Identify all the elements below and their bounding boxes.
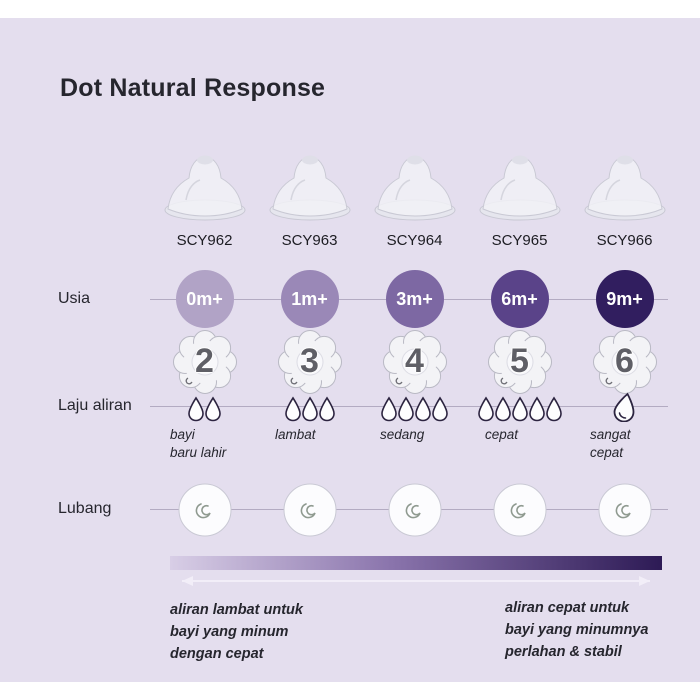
bottle-teat-image [160,148,250,227]
flow-rate-drops [572,392,677,422]
row-label-hole: Lubang [58,500,112,517]
product-column: SCY964 3m+ 4 sedang [362,130,467,560]
droplet-icon [318,396,335,422]
size-number: 6 [615,342,634,380]
teat-top-badge: 3 [277,330,342,394]
size-number: 4 [405,342,424,380]
teat-top-badge: 5 [487,330,552,394]
product-column: SCY962 0m+ 2 bayi baru lahir [152,130,257,560]
droplet-icon [188,396,204,422]
flow-gradient-bar [170,556,662,570]
flow-rate-drops [152,392,257,422]
droplet-icon [511,396,528,422]
product-code: SCY964 [386,232,443,249]
teat-hole-icon [492,482,548,538]
flow-label: sangat cepat [590,427,631,460]
page-title: Dot Natural Response [60,74,326,102]
flow-direction-arrow [182,576,650,586]
legend-fast-flow: aliran cepat untuk bayi yang minumnya pe… [505,600,649,660]
age-badge: 1m+ [280,270,339,328]
flow-label: lambat [275,427,316,442]
droplet-icon [494,396,511,422]
row-label-flow: Laju aliran [58,397,132,414]
product-code: SCY966 [596,232,653,249]
bottle-teat-image [265,148,355,227]
age-badge: 3m+ [385,270,444,328]
droplet-icon [381,396,397,422]
droplet-icon [415,396,431,422]
fast-droplet-icon [613,392,635,422]
age-badge: 0m+ [175,270,234,328]
bottle-teat-image [475,148,565,227]
flow-rate-drops [362,392,467,422]
droplet-icon [284,396,301,422]
legend-slow-flow: aliran lambat untuk bayi yang minum deng… [170,602,303,662]
droplet-icon [545,396,562,422]
droplet-icon [477,396,494,422]
lavender-panel [0,18,700,682]
product-code: SCY962 [176,232,233,249]
teat-hole-icon [282,482,338,538]
bottle-teat-image [370,148,460,227]
size-number: 5 [510,342,529,380]
flow-label: bayi baru lahir [170,427,227,460]
bottle-teat-image [580,148,670,227]
teat-hole-icon [177,482,233,538]
product-column: SCY966 9m+ 6 sangat cepat [572,130,677,560]
product-code: SCY965 [491,232,548,249]
teat-top-badge: 6 [592,330,657,394]
product-column: SCY965 6m+ 5 cepat [467,130,572,560]
droplet-icon [398,396,414,422]
droplet-icon [205,396,221,422]
size-number: 3 [300,342,319,380]
product-code: SCY963 [281,232,338,249]
droplet-icon [432,396,448,422]
teat-hole-icon [597,482,653,538]
age-badge: 9m+ [595,270,654,328]
droplet-icon [528,396,545,422]
flow-label: sedang [380,427,425,442]
teat-hole-icon [387,482,443,538]
teat-top-badge: 2 [172,330,237,394]
droplet-icon [301,396,318,422]
flow-rate-drops [257,392,362,422]
row-label-age: Usia [58,290,91,307]
age-badge: 6m+ [490,270,549,328]
size-number: 2 [195,342,214,380]
product-column: SCY963 1m+ 3 lambat [257,130,362,560]
flow-rate-drops [467,392,572,422]
flow-label: cepat [485,427,519,442]
teat-top-badge: 4 [382,330,447,394]
